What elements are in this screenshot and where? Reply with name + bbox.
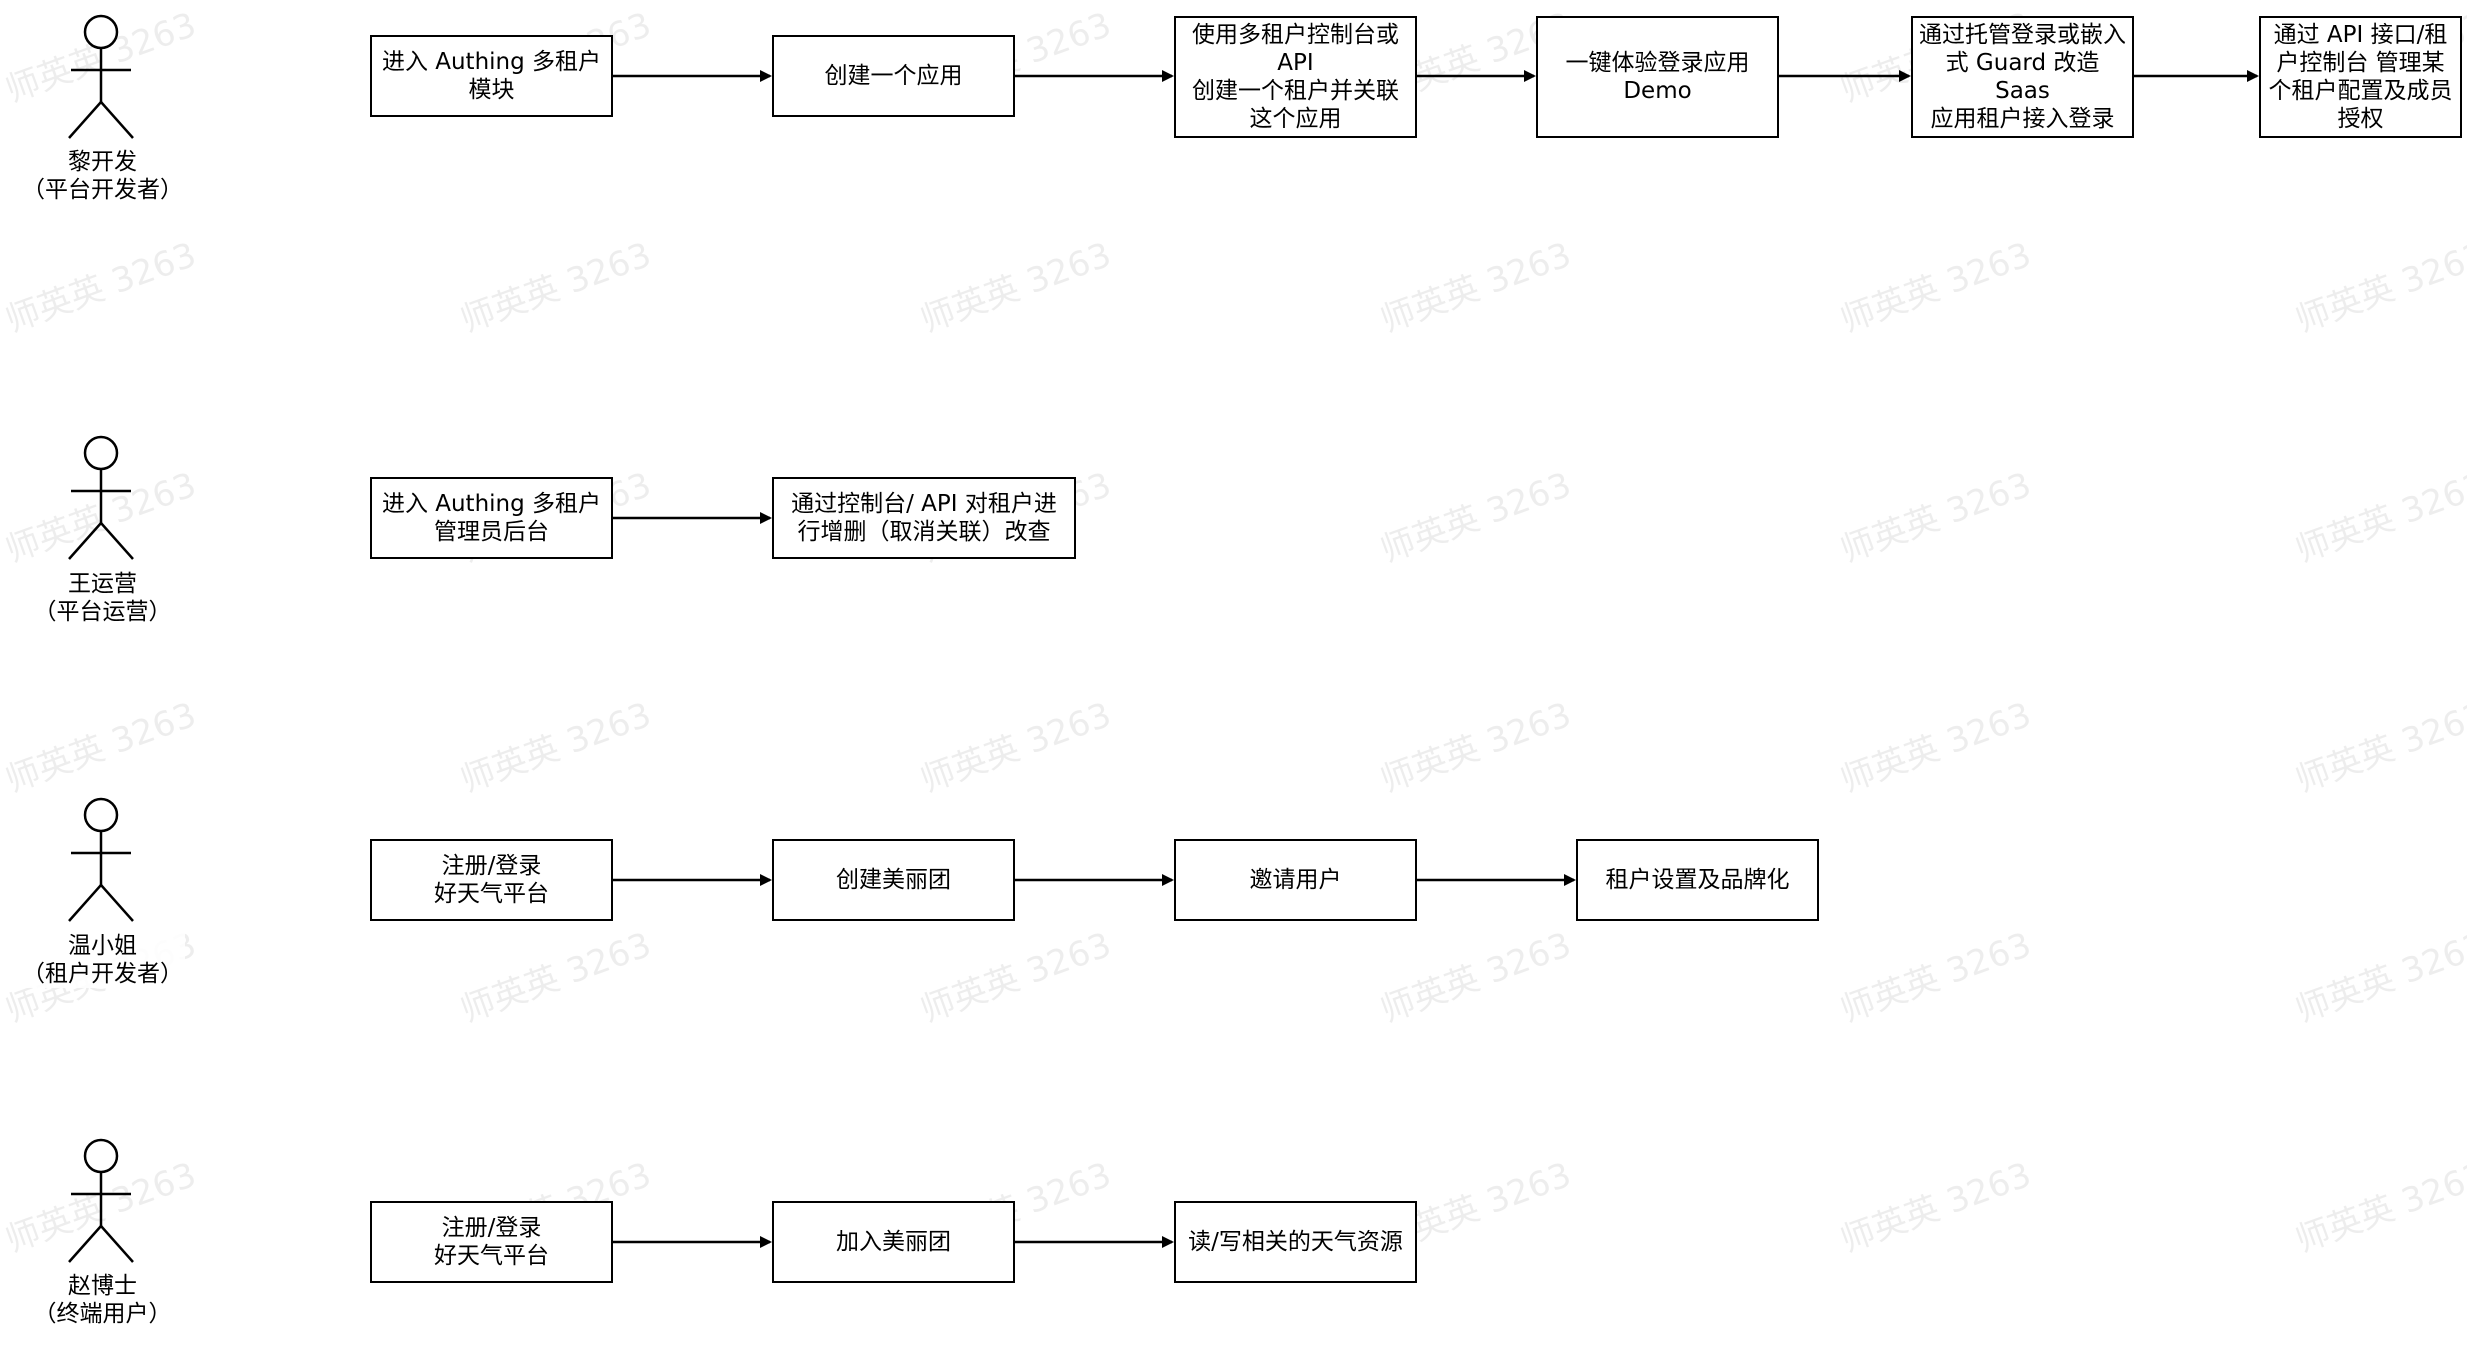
lane1-step6-text: 通过 API 接口/租 户控制台 管理某 个租户配置及成员 授权 [2268, 22, 2453, 132]
actor2-figure-head [83, 435, 119, 471]
actor1-figure-left-leg [68, 101, 102, 139]
lane2-step2-box: 通过控制台/ API 对租户进 行增删（取消关联）改查 [772, 477, 1076, 559]
lane1-step2-text: 创建一个应用 [824, 63, 963, 89]
lane2-step1-box: 进入 Authing 多租户 管理员后台 [370, 477, 613, 559]
lane3-step3-text: 邀请用户 [1249, 867, 1342, 893]
lane3-step1-text: 注册/登录 好天气平台 [434, 853, 549, 907]
lane1-step5-text: 通过托管登录或嵌入 式 Guard 改造 Saas 应用租户接入登录 [1919, 22, 2126, 132]
actor4-role: （终端用户） [33, 1301, 172, 1327]
lane3-step1-box: 注册/登录 好天气平台 [370, 839, 613, 921]
lane1-step2-box: 创建一个应用 [772, 35, 1015, 117]
lane4-step1-box: 注册/登录 好天气平台 [370, 1201, 613, 1283]
lane1-step4-box: 一键体验登录应用 Demo [1536, 16, 1779, 138]
actor1-figure-right-leg [100, 101, 134, 139]
actor2-figure-left-leg [68, 522, 102, 560]
lane1-step4-text: 一键体验登录应用 Demo [1565, 50, 1750, 104]
lane2-step1-text: 进入 Authing 多租户 管理员后台 [381, 491, 602, 545]
lane3-step4-box: 租户设置及品牌化 [1576, 839, 1819, 921]
actor2-label: 王运营（平台运营） [20, 570, 185, 626]
actor1-label: 黎开发（平台开发者） [20, 148, 185, 204]
actor3-figure-right-leg [100, 884, 134, 922]
actor4-name: 赵博士 [68, 1273, 137, 1299]
actor3-name: 温小姐 [68, 933, 137, 959]
actor2-figure-right-leg [100, 522, 134, 560]
lane1-step1-text: 进入 Authing 多租户 模块 [381, 49, 602, 103]
lane4-step3-text: 读/写相关的天气资源 [1188, 1229, 1403, 1255]
lane1-step1-box: 进入 Authing 多租户 模块 [370, 35, 613, 117]
lane3-step2-box: 创建美丽团 [772, 839, 1015, 921]
actor2-name: 王运营 [68, 571, 137, 597]
lane4-step2-box: 加入美丽团 [772, 1201, 1015, 1283]
lane4-step2-text: 加入美丽团 [836, 1229, 951, 1255]
actor1-figure-head [83, 14, 119, 50]
lane1-step5-box: 通过托管登录或嵌入 式 Guard 改造 Saas 应用租户接入登录 [1911, 16, 2134, 138]
lane1-step6-box: 通过 API 接口/租 户控制台 管理某 个租户配置及成员 授权 [2259, 16, 2462, 138]
actor4-figure-left-leg [68, 1225, 102, 1263]
lane4-step1-text: 注册/登录 好天气平台 [434, 1215, 549, 1269]
lane1-step3-text: 使用多租户控制台或 API 创建一个租户并关联 这个应用 [1192, 22, 1399, 132]
lane3-step4-text: 租户设置及品牌化 [1605, 867, 1790, 893]
lane1-step3-box: 使用多租户控制台或 API 创建一个租户并关联 这个应用 [1174, 16, 1417, 138]
actor1-role: （平台开发者） [22, 177, 183, 203]
actor3-figure-left-leg [68, 884, 102, 922]
actor3-role: （租户开发者） [22, 961, 183, 987]
actor4-figure-right-leg [100, 1225, 134, 1263]
actor1-name: 黎开发 [68, 149, 137, 175]
lane3-step3-box: 邀请用户 [1174, 839, 1417, 921]
actor4-label: 赵博士（终端用户） [20, 1272, 185, 1328]
actor4-figure-head [83, 1138, 119, 1174]
lane2-step2-text: 通过控制台/ API 对租户进 行增删（取消关联）改查 [791, 491, 1057, 545]
actor2-role: （平台运营） [33, 599, 172, 625]
lane3-step2-text: 创建美丽团 [836, 867, 951, 893]
actor3-figure-head [83, 797, 119, 833]
lane4-step3-box: 读/写相关的天气资源 [1174, 1201, 1417, 1283]
actor3-label: 温小姐（租户开发者） [20, 932, 185, 988]
